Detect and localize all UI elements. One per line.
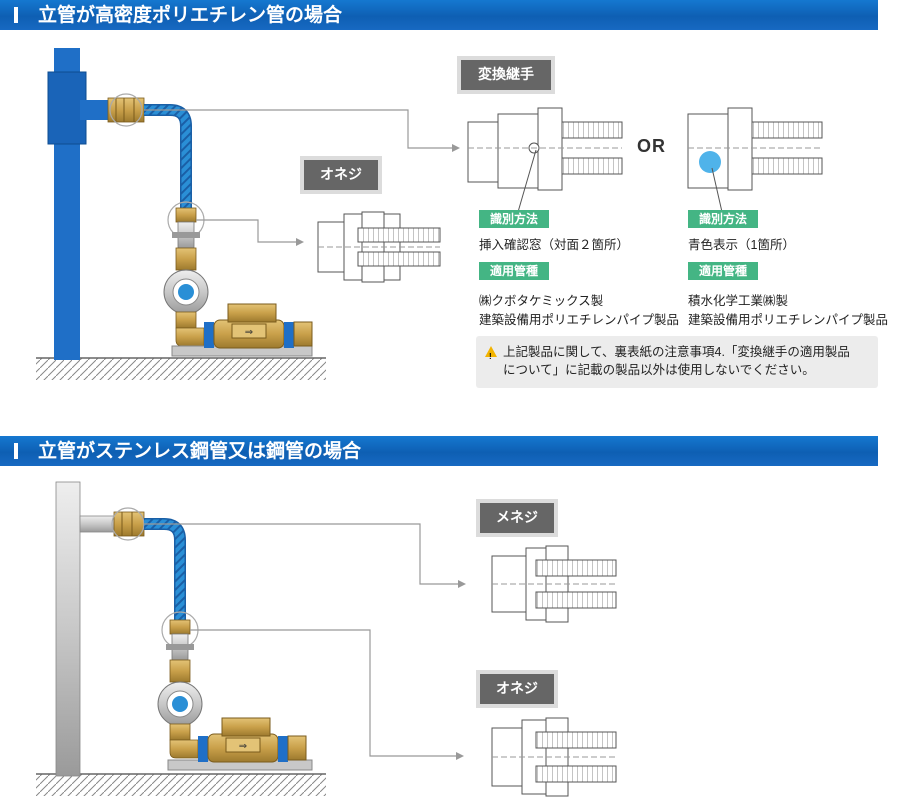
section-header-1: 立管が高密度ポリエチレン管の場合 xyxy=(0,0,878,30)
callout-line-oneji-2 xyxy=(190,629,456,757)
header-bar-icon xyxy=(14,7,18,23)
identify-label-left: 識別方法 xyxy=(479,210,549,228)
tag-oneji-2: オネジ xyxy=(480,674,554,704)
fitting-henkan-window xyxy=(467,107,623,191)
apply-line2-right: 建築設備用ポリエチレンパイプ製品 xyxy=(688,313,889,327)
notice-line-1: 上記製品に関して、裏表紙の注意事項4.「変換継手の適用製品 xyxy=(503,345,850,359)
joint-top-1 xyxy=(107,93,145,127)
joint-top-2 xyxy=(111,507,145,541)
callout-line-henkan xyxy=(144,109,452,149)
svg-text:⇒: ⇒ xyxy=(239,741,247,752)
apply-line1-left: ㈱クボタケミックス製 xyxy=(479,294,604,308)
notice-box: ! 上記製品に関して、裏表紙の注意事項4.「変換継手の適用製品 について」に記載… xyxy=(476,336,878,388)
fitting-oneji-2 xyxy=(491,717,617,797)
callout-line-oneji-1 xyxy=(196,219,296,243)
fitting-henkan-blue xyxy=(687,107,823,191)
apply-label-right: 適用管種 xyxy=(688,262,758,280)
valve-assembly-2 xyxy=(157,611,203,759)
riser-pipe-gray xyxy=(55,481,115,777)
section-header-2: 立管がステンレス鋼管又は鋼管の場合 xyxy=(0,436,878,466)
section-title-2: 立管がステンレス鋼管又は鋼管の場合 xyxy=(38,440,362,462)
ground-hatch-2 xyxy=(36,773,326,796)
apply-label-left: 適用管種 xyxy=(479,262,549,280)
callout-line-meneji xyxy=(144,523,458,585)
fitting-meneji xyxy=(491,545,617,623)
fitting-oneji-1 xyxy=(317,211,441,283)
svg-text:⇒: ⇒ xyxy=(245,327,253,338)
valve-assembly-1 xyxy=(163,201,209,347)
tag-meneji: メネジ xyxy=(480,503,554,533)
ground-hatch-1 xyxy=(36,357,326,380)
apply-line2-left: 建築設備用ポリエチレンパイプ製品 xyxy=(479,313,680,327)
tag-henkan-tsugite: 変換継手 xyxy=(461,60,551,90)
apply-line1-right: 積水化学工業㈱製 xyxy=(688,294,789,308)
identify-text-right: 青色表示（1箇所） xyxy=(688,238,795,252)
riser-pipe-blue xyxy=(47,48,110,360)
warning-icon: ! xyxy=(485,346,497,361)
identify-text-left: 挿入確認窓（対面２箇所） xyxy=(479,238,630,252)
or-label: OR xyxy=(637,136,666,156)
water-meter-2: ⇒ xyxy=(167,717,313,771)
tag-oneji-1: オネジ xyxy=(304,160,378,190)
header-bar-icon xyxy=(14,443,18,459)
water-meter-1: ⇒ xyxy=(171,303,313,357)
identify-label-right: 識別方法 xyxy=(688,210,758,228)
notice-line-2: について」に記載の製品以外は使用しないでください。 xyxy=(503,363,815,377)
section-title-1: 立管が高密度ポリエチレン管の場合 xyxy=(38,4,343,26)
